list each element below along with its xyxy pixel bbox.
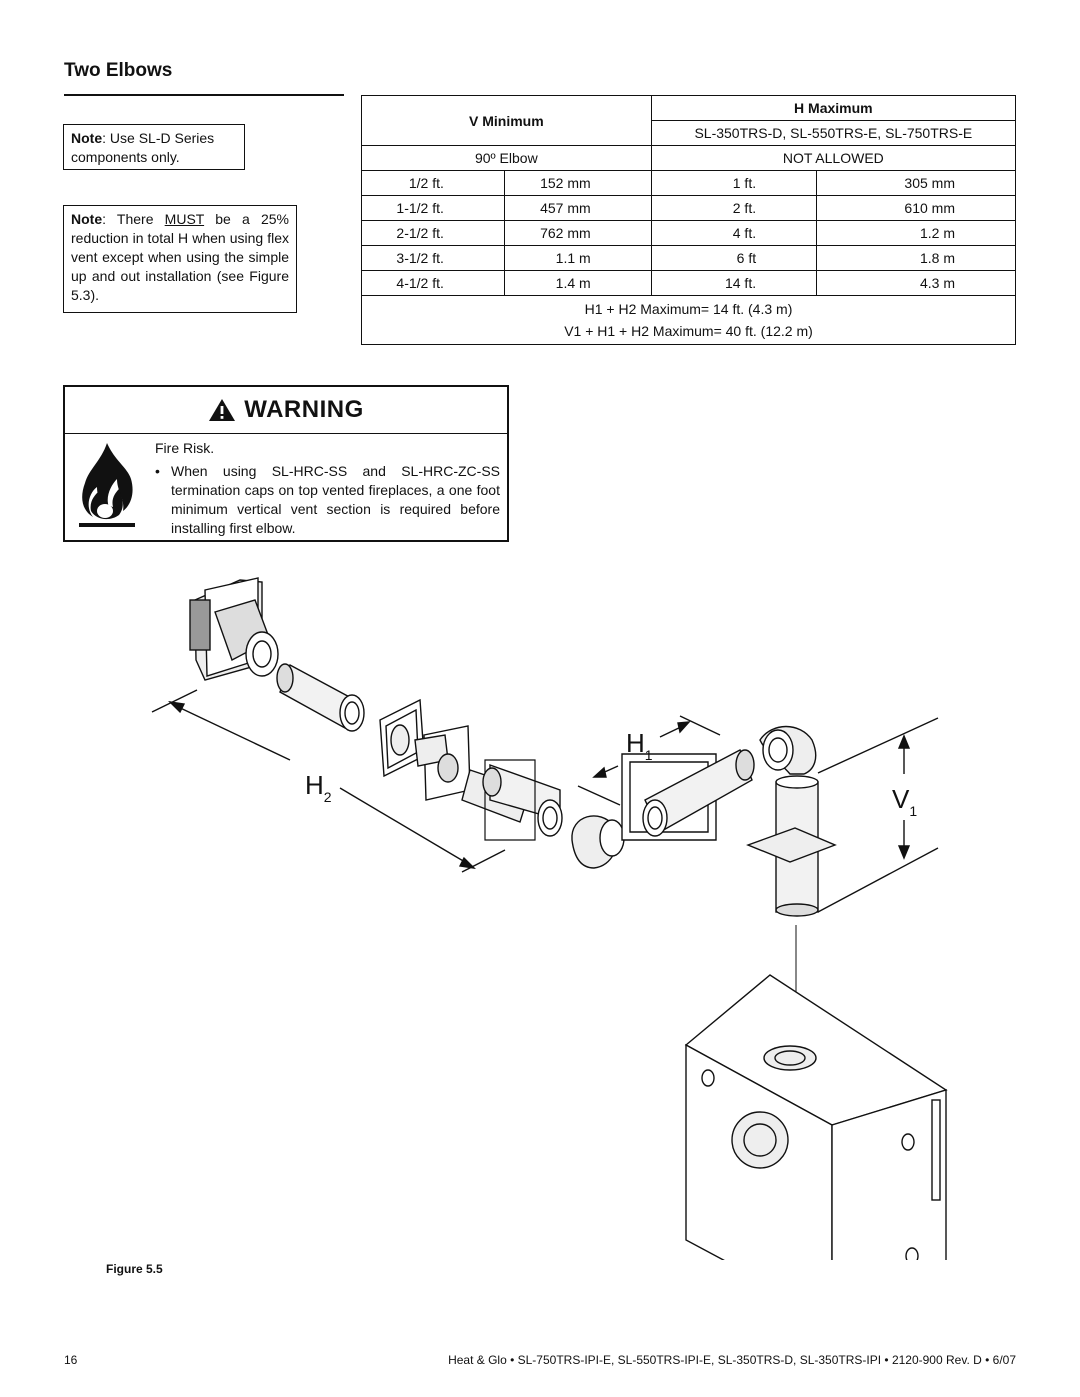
table-cell: 610 mm: [816, 195, 1016, 221]
h-sum-max: H1 + H2 Maximum= 14 ft. (4.3 m): [584, 301, 793, 317]
note-label: Note: [71, 211, 103, 227]
table-cell: 4 ft.: [650, 220, 818, 246]
note-text-post: be a 25% reduction in total H when using…: [71, 211, 289, 303]
table-row: 1/2 ft. 152 mm 1 ft. 305 mm: [361, 170, 1016, 196]
not-allowed-cell: NOT ALLOWED: [650, 145, 1017, 171]
h1-label: H1: [626, 728, 653, 763]
warning-triangle-icon: [209, 399, 236, 421]
footer-text: Heat & Glo • SL-750TRS-IPI-E, SL-550TRS-…: [448, 1353, 1016, 1367]
table-cell: 1.8 m: [816, 245, 1016, 271]
table-cell: 1 ft.: [650, 170, 818, 196]
table-cell: 1.2 m: [816, 220, 1016, 246]
v1-label: V1: [892, 784, 917, 819]
models-cell: SL-350TRS-D, SL-550TRS-E, SL-750TRS-E: [650, 120, 1017, 146]
note-components: Note: Use SL-D Series components only.: [63, 124, 245, 170]
elbow-1: [571, 815, 625, 869]
table-cell: 762 mm: [503, 220, 652, 246]
table-cell: 305 mm: [816, 170, 1016, 196]
table-row: 3-1/2 ft. 1.1 m 6 ft 1.8 m: [361, 245, 1016, 271]
table-footer: H1 + H2 Maximum= 14 ft. (4.3 m) V1 + H1 …: [361, 295, 1016, 345]
warning-title: WARNING: [244, 396, 364, 423]
h2-dimension: [151, 689, 506, 873]
table-row: 4-1/2 ft. 1.4 m 14 ft. 4.3 m: [361, 270, 1016, 296]
warning-box: WARNING Fire Risk. • When using SL-HRC-S…: [63, 385, 509, 542]
h-maximum-header: H Maximum: [650, 95, 1017, 121]
h1-dimension: [577, 715, 721, 806]
vent-pipe-1: [276, 663, 365, 732]
warning-bullet-text: When using SL-HRC-SS and SL-HRC-ZC-SS te…: [171, 463, 500, 536]
page-number: 16: [64, 1353, 78, 1367]
firestop-1: [379, 698, 471, 801]
fireplace-unit: [684, 974, 948, 1260]
note-label: Note: [71, 130, 103, 146]
title-rule: [64, 94, 344, 96]
table-cell: 1.4 m: [503, 270, 652, 296]
note-text-pre: : There: [102, 211, 165, 227]
note-text: : Use SL-D Series components only.: [71, 130, 215, 165]
figure-caption: Figure 5.5: [106, 1262, 163, 1276]
table-cell: 1/2 ft.: [361, 170, 505, 196]
table-cell: 4-1/2 ft.: [361, 270, 505, 296]
warning-text: Fire Risk. • When using SL-HRC-SS and SL…: [155, 439, 500, 538]
table-cell: 152 mm: [503, 170, 652, 196]
note-reduction: Note: There MUST be a 25% reduction in t…: [63, 205, 297, 313]
bullet-icon: •: [155, 463, 160, 479]
table-cell: 2-1/2 ft.: [361, 220, 505, 246]
table-cell: 4.3 m: [816, 270, 1016, 296]
note-text-emphasis: MUST: [164, 211, 205, 227]
vent-pipe-2: [461, 759, 563, 841]
table-cell: 457 mm: [503, 195, 652, 221]
table-cell: 1.1 m: [503, 245, 652, 271]
warning-heading: Fire Risk.: [155, 440, 215, 456]
vent-spec-table: V Minimum H Maximum SL-350TRS-D, SL-550T…: [361, 95, 1017, 345]
elbow-label-cell: 90º Elbow: [361, 145, 652, 171]
elbow-2: [759, 725, 817, 775]
warning-header: WARNING: [65, 387, 507, 434]
table-row: 1-1/2 ft. 457 mm 2 ft. 610 mm: [361, 195, 1016, 221]
h2-label: H2: [305, 770, 332, 805]
vent-pipe-3: [642, 749, 755, 837]
total-sum-max: V1 + H1 + H2 Maximum= 40 ft. (12.2 m): [564, 323, 813, 339]
section-title: Two Elbows: [64, 60, 173, 81]
v-minimum-header: V Minimum: [361, 95, 652, 146]
table-cell: 14 ft.: [650, 270, 818, 296]
table-cell: 3-1/2 ft.: [361, 245, 505, 271]
table-cell: 6 ft: [650, 245, 818, 271]
table-cell: 1-1/2 ft.: [361, 195, 505, 221]
table-row: 2-1/2 ft. 762 mm 4 ft. 1.2 m: [361, 220, 1016, 246]
vent-installation-diagram: H1 H2 V1: [151, 577, 948, 1260]
flame-icon: [79, 443, 135, 527]
warning-bullet: • When using SL-HRC-SS and SL-HRC-ZC-SS …: [155, 462, 500, 538]
v1-dimension: [817, 717, 939, 913]
table-cell: 2 ft.: [650, 195, 818, 221]
termination-cap: [189, 577, 279, 681]
vertical-pipe: [746, 775, 837, 917]
